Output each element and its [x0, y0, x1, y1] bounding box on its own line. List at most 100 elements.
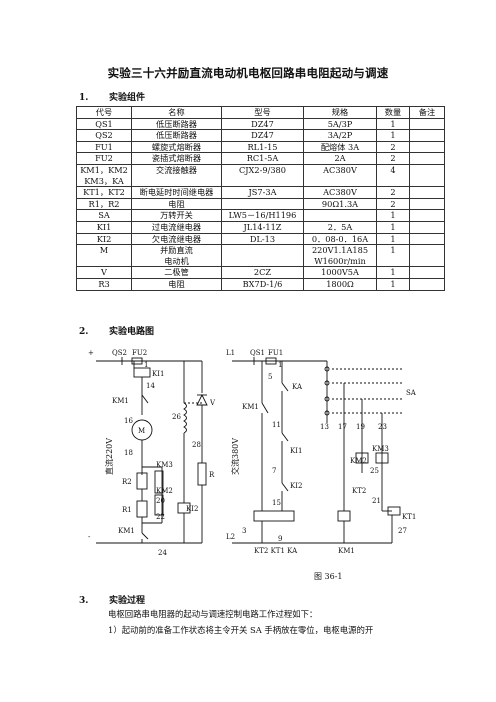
column-header: 名称 [131, 106, 222, 119]
cell-text-line2: W1600r/min [314, 255, 366, 266]
km2-label: KM2 [156, 487, 173, 495]
node-ac-1: 1 [278, 361, 282, 369]
cell-text: 1 [390, 118, 396, 129]
table-cell-name: 电阻 [131, 277, 222, 291]
table-cell-note [409, 209, 445, 222]
table-cell-code: FU1 [76, 140, 132, 154]
table-cell-spec: AC380V [303, 186, 377, 199]
cell-text: 交流接触器 [156, 164, 197, 175]
cell-text: 1 [390, 221, 396, 232]
table-row: FU1 螺旋式熔断器 RL1-15 配熔体 3A 2 [76, 140, 445, 154]
cell-text: LW5－16/H1196 [228, 210, 297, 221]
cell-text: 3A/2P [327, 130, 353, 141]
table-cell-spec: 2．5A [303, 220, 377, 234]
cell-text: QS2 [95, 130, 113, 141]
table-cell-code: SA [76, 209, 132, 222]
cell-text: 螺旋式熔断器 [151, 141, 202, 152]
cell-text: 1000V5A [321, 267, 359, 278]
section-number: 3. [79, 596, 89, 606]
table-cell-model: LW5－16/H1196 [221, 209, 304, 222]
cell-text: 1 [390, 267, 396, 278]
node-1: 1 [144, 361, 148, 369]
node-22: 22 [156, 513, 165, 521]
table-cell-model: DZ47 [221, 129, 304, 142]
cell-text: 过电流继电器 [151, 221, 202, 232]
figure-caption: 图 36-1 [314, 572, 343, 581]
table-cell-spec: 1000V5A [303, 266, 377, 279]
ki1-ac-label: KI1 [290, 447, 302, 455]
cell-text: 220V1.1A185 [311, 245, 369, 256]
cell-text: DZ47 [251, 118, 274, 129]
sa-label: SA [406, 389, 417, 397]
km2-ac-label: KM2 [350, 457, 367, 465]
table-cell-model: RL1-15 [221, 140, 304, 154]
cell-text: 1 [390, 210, 396, 221]
table-cell-note [409, 232, 445, 246]
r1-label: R1 [122, 506, 132, 514]
cell-text: BX7D-1/6 [242, 278, 283, 289]
dc-voltage-label: 直流220V [104, 438, 114, 475]
cell-text: R3 [98, 278, 110, 289]
table-cell-qty: 1 [376, 244, 410, 268]
cell-text: R1，R2 [88, 198, 120, 209]
cell-text: FU2 [95, 153, 113, 164]
cell-text: QS1 [95, 118, 113, 129]
km1-ac-label: KM1 [242, 403, 259, 411]
table-cell-note [409, 129, 445, 142]
table-cell-note [409, 277, 445, 291]
cell-text: 配熔体 3A [320, 141, 360, 152]
cell-text: 90Ω1.3A [321, 198, 359, 209]
node-15: 15 [272, 499, 281, 507]
table-cell-spec: AC380V [303, 163, 377, 188]
table-cell-name: 并励直流电动机 [131, 244, 222, 268]
kt2-ac-label: KT2 [352, 487, 366, 495]
node-25: 25 [370, 467, 379, 475]
section-components-heading: 1. 实验组件 [79, 90, 145, 103]
cell-text: AC380V [323, 187, 357, 198]
table-cell-name: 低压断路器 [131, 129, 222, 142]
table-cell-spec: 90Ω1.3A [303, 197, 377, 211]
table-cell-spec: 3A/2P [303, 129, 377, 142]
section-diagram-heading: 2.实验电路图 [79, 324, 154, 337]
node-3: 3 [242, 527, 246, 535]
cell-text: 1 [390, 278, 396, 289]
kt1-ac-label: KT1 [402, 513, 416, 521]
section-number: 1. [79, 93, 89, 103]
cell-text: 2 [390, 198, 396, 209]
ac-circuit-wires [232, 357, 402, 544]
r2-label: R2 [122, 478, 132, 486]
cell-text: JS7-3A [248, 187, 277, 198]
table-cell-model: BX7D-1/6 [221, 277, 304, 291]
node-9: 9 [278, 535, 282, 543]
table-cell-name: 欠电流继电器 [131, 232, 222, 246]
section-label: 实验组件 [109, 93, 146, 103]
l2-label: L2 [226, 533, 235, 541]
cell-text: 2 [390, 141, 396, 152]
table-cell-qty: 2 [376, 186, 410, 199]
table-cell-qty: 1 [376, 220, 410, 234]
table-cell-model: RC1-5A [221, 152, 304, 165]
process-paragraph-line: 1）起动前的准备工作状态将主令开关 SA 手柄放在零位，电枢电源的开 [108, 625, 374, 635]
plus-label: + [88, 349, 94, 357]
km3-ac-label: KM3 [372, 445, 389, 453]
cell-text: 1 [390, 233, 396, 244]
table-cell-code: V [76, 266, 132, 279]
table-cell-name: 瓷插式熔断器 [131, 152, 222, 165]
table-cell-note [409, 244, 445, 268]
node-20: 20 [156, 497, 165, 505]
node-19: 19 [356, 423, 365, 431]
cell-text: DZ47 [251, 130, 274, 141]
cell-text: 4 [390, 164, 396, 175]
table-cell-qty: 2 [376, 140, 410, 154]
table-cell-spec: 2A [303, 152, 377, 165]
page-title: 实验三十六并励直流电动机电枢回路串电阻起动与调速 [107, 66, 389, 80]
table-cell-note [409, 197, 445, 211]
